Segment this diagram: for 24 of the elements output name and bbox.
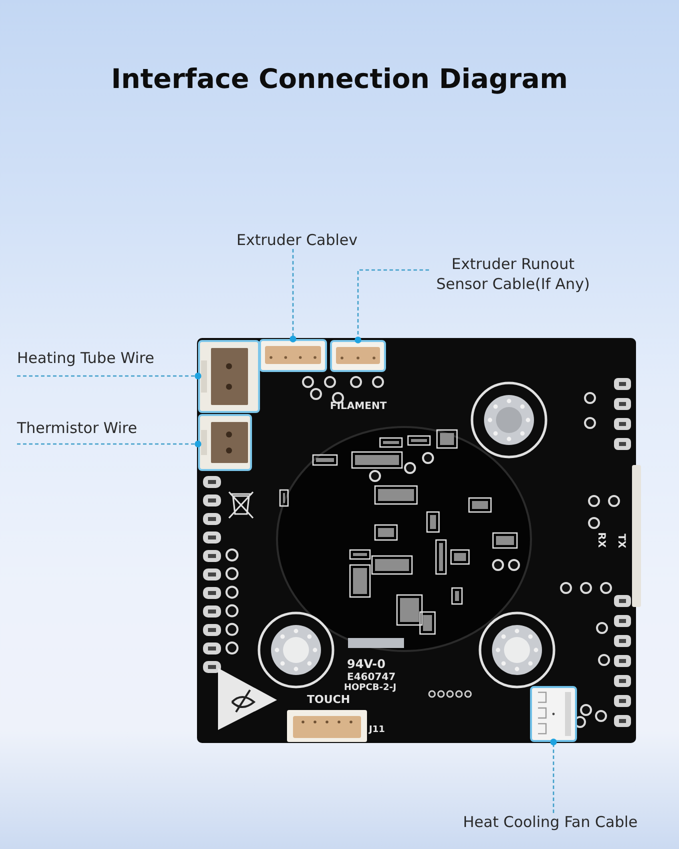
silkscreen-label: HOPCB-2-J (344, 684, 396, 694)
wire-connector (259, 339, 327, 372)
wire-connector (198, 340, 260, 413)
leader-line (17, 440, 202, 448)
silkscreen-label: TX (616, 534, 626, 548)
wire-connector (330, 340, 386, 372)
callout-label: Extruder Cablev (224, 231, 370, 249)
silkscreen-label: TOUCH (307, 694, 350, 706)
leader-line (550, 738, 557, 813)
leader-line (354, 269, 429, 344)
silkscreen-label: RX (596, 532, 606, 548)
callout-label: Extruder Runout Sensor Cable(If Any) (429, 254, 597, 294)
silkscreen-label: FILAMENT (330, 401, 387, 412)
wire-connector (530, 686, 577, 742)
diagram-title: Interface Connection Diagram (110, 63, 569, 97)
callout-label: Heating Tube Wire (17, 349, 154, 376)
callout-label: Thermistor Wire (17, 419, 138, 444)
leader-line (17, 372, 202, 380)
silkscreen-label: 94V-0 (347, 658, 386, 672)
silkscreen-label: J11 (369, 726, 385, 736)
wire-connector (198, 414, 252, 471)
callout-label: Heat Cooling Fan Cable (463, 813, 638, 831)
leader-line (290, 249, 296, 342)
silkscreen-label: E460747 (347, 672, 396, 683)
